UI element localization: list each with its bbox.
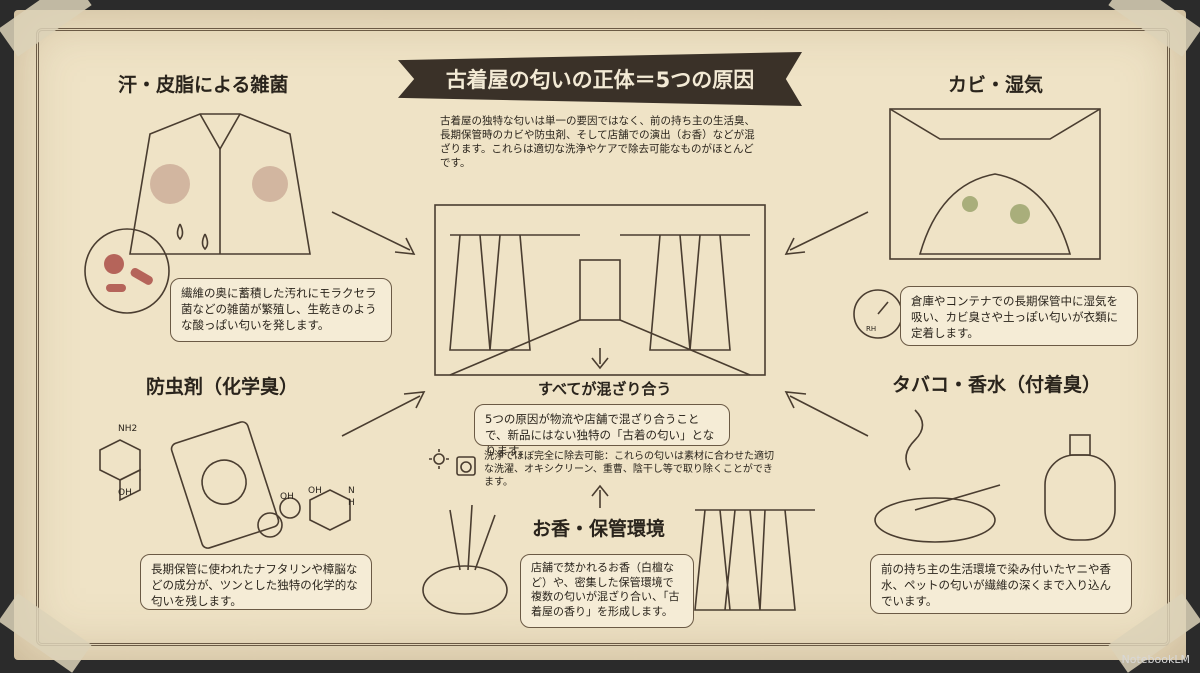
arrow-from-mothball (341, 391, 426, 437)
wash-note: 洗浄でほぼ完全に除去可能：これらの匂いは素材に合わせた適切な洗濯、オキシクリーン… (484, 451, 774, 488)
chem-label-3: OH (280, 492, 294, 502)
arrow-from-mold (784, 211, 869, 255)
chem-label-1: NH2 (118, 424, 138, 434)
page-title: 古着屋の匂いの正体＝5つの原因 (445, 68, 755, 92)
humidity-gauge-icon (853, 289, 903, 339)
tobacco-heading: タバコ・香水（付着臭） (892, 374, 1102, 396)
footer-brand: NotebookLM (1121, 653, 1190, 666)
ashtray-perfume-illustration (874, 409, 1116, 543)
mix-card: 5つの原因が物流や店舗で混ざり合うことで、新品にはない独特の「古着の匂い」となり… (474, 404, 730, 458)
sun-icon (429, 449, 449, 469)
moldy-clothes-illustration (889, 108, 1101, 260)
incense-illustration (422, 504, 508, 615)
incense-card: 店舗で焚かれるお香（白檀など）や、密集した保管環境で複数の匂いが混ざり合い、「古… (520, 554, 694, 628)
chem-label-2: OH (118, 488, 132, 498)
chem-label-6: H (348, 498, 355, 508)
sweat-card: 繊維の奥に蓄積した汚れにモラクセラ菌などの雑菌が繁殖し、生乾きのような酸っぱい匂… (170, 278, 392, 342)
hanging-clothes-illustration (694, 509, 815, 611)
chem-label-4: OH (308, 486, 322, 496)
washing-machine-icon (456, 456, 476, 476)
up-arrow-icon (591, 484, 609, 508)
shirt-illustration (129, 113, 311, 255)
chem-label-5: N (348, 486, 355, 496)
bacteria-icon (84, 228, 170, 314)
mothball-heading: 防虫剤（化学臭） (146, 376, 299, 398)
tobacco-card: 前の持ち主の生活環境で染み付いたヤニや香水、ペットの匂いが繊維の深くまで入り込ん… (870, 554, 1132, 614)
arrow-from-tobacco (784, 391, 869, 437)
ornate-frame (36, 28, 1170, 646)
mold-card: 倉庫やコンテナでの長期保管中に湿気を吸い、カビ臭さや土っぽい匂いが衣類に定着しま… (900, 286, 1138, 346)
mix-label: すべてが混ざり合う (538, 380, 672, 398)
mold-heading: カビ・湿気 (948, 74, 1044, 96)
gauge-label: RH (866, 325, 877, 333)
mothball-illustration (99, 421, 351, 549)
intro-text: 古着屋の独特な匂いは単一の要因ではなく、前の持ち主の生活臭、長期保管時のカビや防… (440, 115, 755, 169)
title-banner: 古着屋の匂いの正体＝5つの原因 (398, 52, 802, 106)
incense-heading: お香・保管環境 (532, 518, 666, 540)
shop-illustration (434, 204, 766, 376)
down-arrow-icon (591, 348, 609, 370)
arrow-from-sweat (331, 211, 416, 255)
mothball-card: 長期保管に使われたナフタリンや樟脳などの成分が、ツンとした独特の化学的な匂いを残… (140, 554, 372, 610)
sweat-heading: 汗・皮脂による雑菌 (118, 74, 289, 96)
